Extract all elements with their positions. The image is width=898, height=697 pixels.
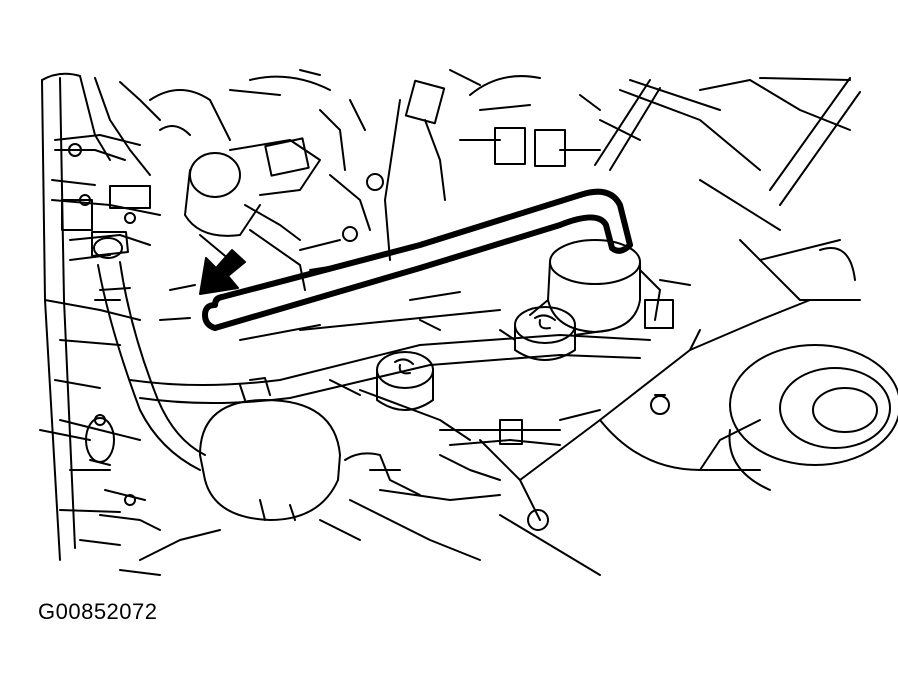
upper-left-actuator	[149, 75, 371, 291]
intake-housing-right	[519, 299, 898, 531]
upper-right-tubes	[594, 77, 861, 301]
lower-intake-components	[119, 439, 601, 576]
left-vertical-hose	[85, 231, 206, 471]
pressure-regulator-right	[499, 306, 611, 361]
figure-reference-code: G00852072	[38, 599, 158, 624]
highlighted-hose	[202, 188, 633, 331]
reservoir-cap	[199, 377, 341, 521]
round-canister	[529, 239, 691, 333]
left-frame-assembly	[39, 72, 161, 561]
center-top-connectors	[342, 75, 601, 261]
pressure-regulator-center	[329, 351, 471, 441]
arrow-down-left-icon	[199, 249, 246, 295]
misc-hardware	[68, 69, 601, 506]
fuel-rail-lines	[129, 309, 651, 446]
